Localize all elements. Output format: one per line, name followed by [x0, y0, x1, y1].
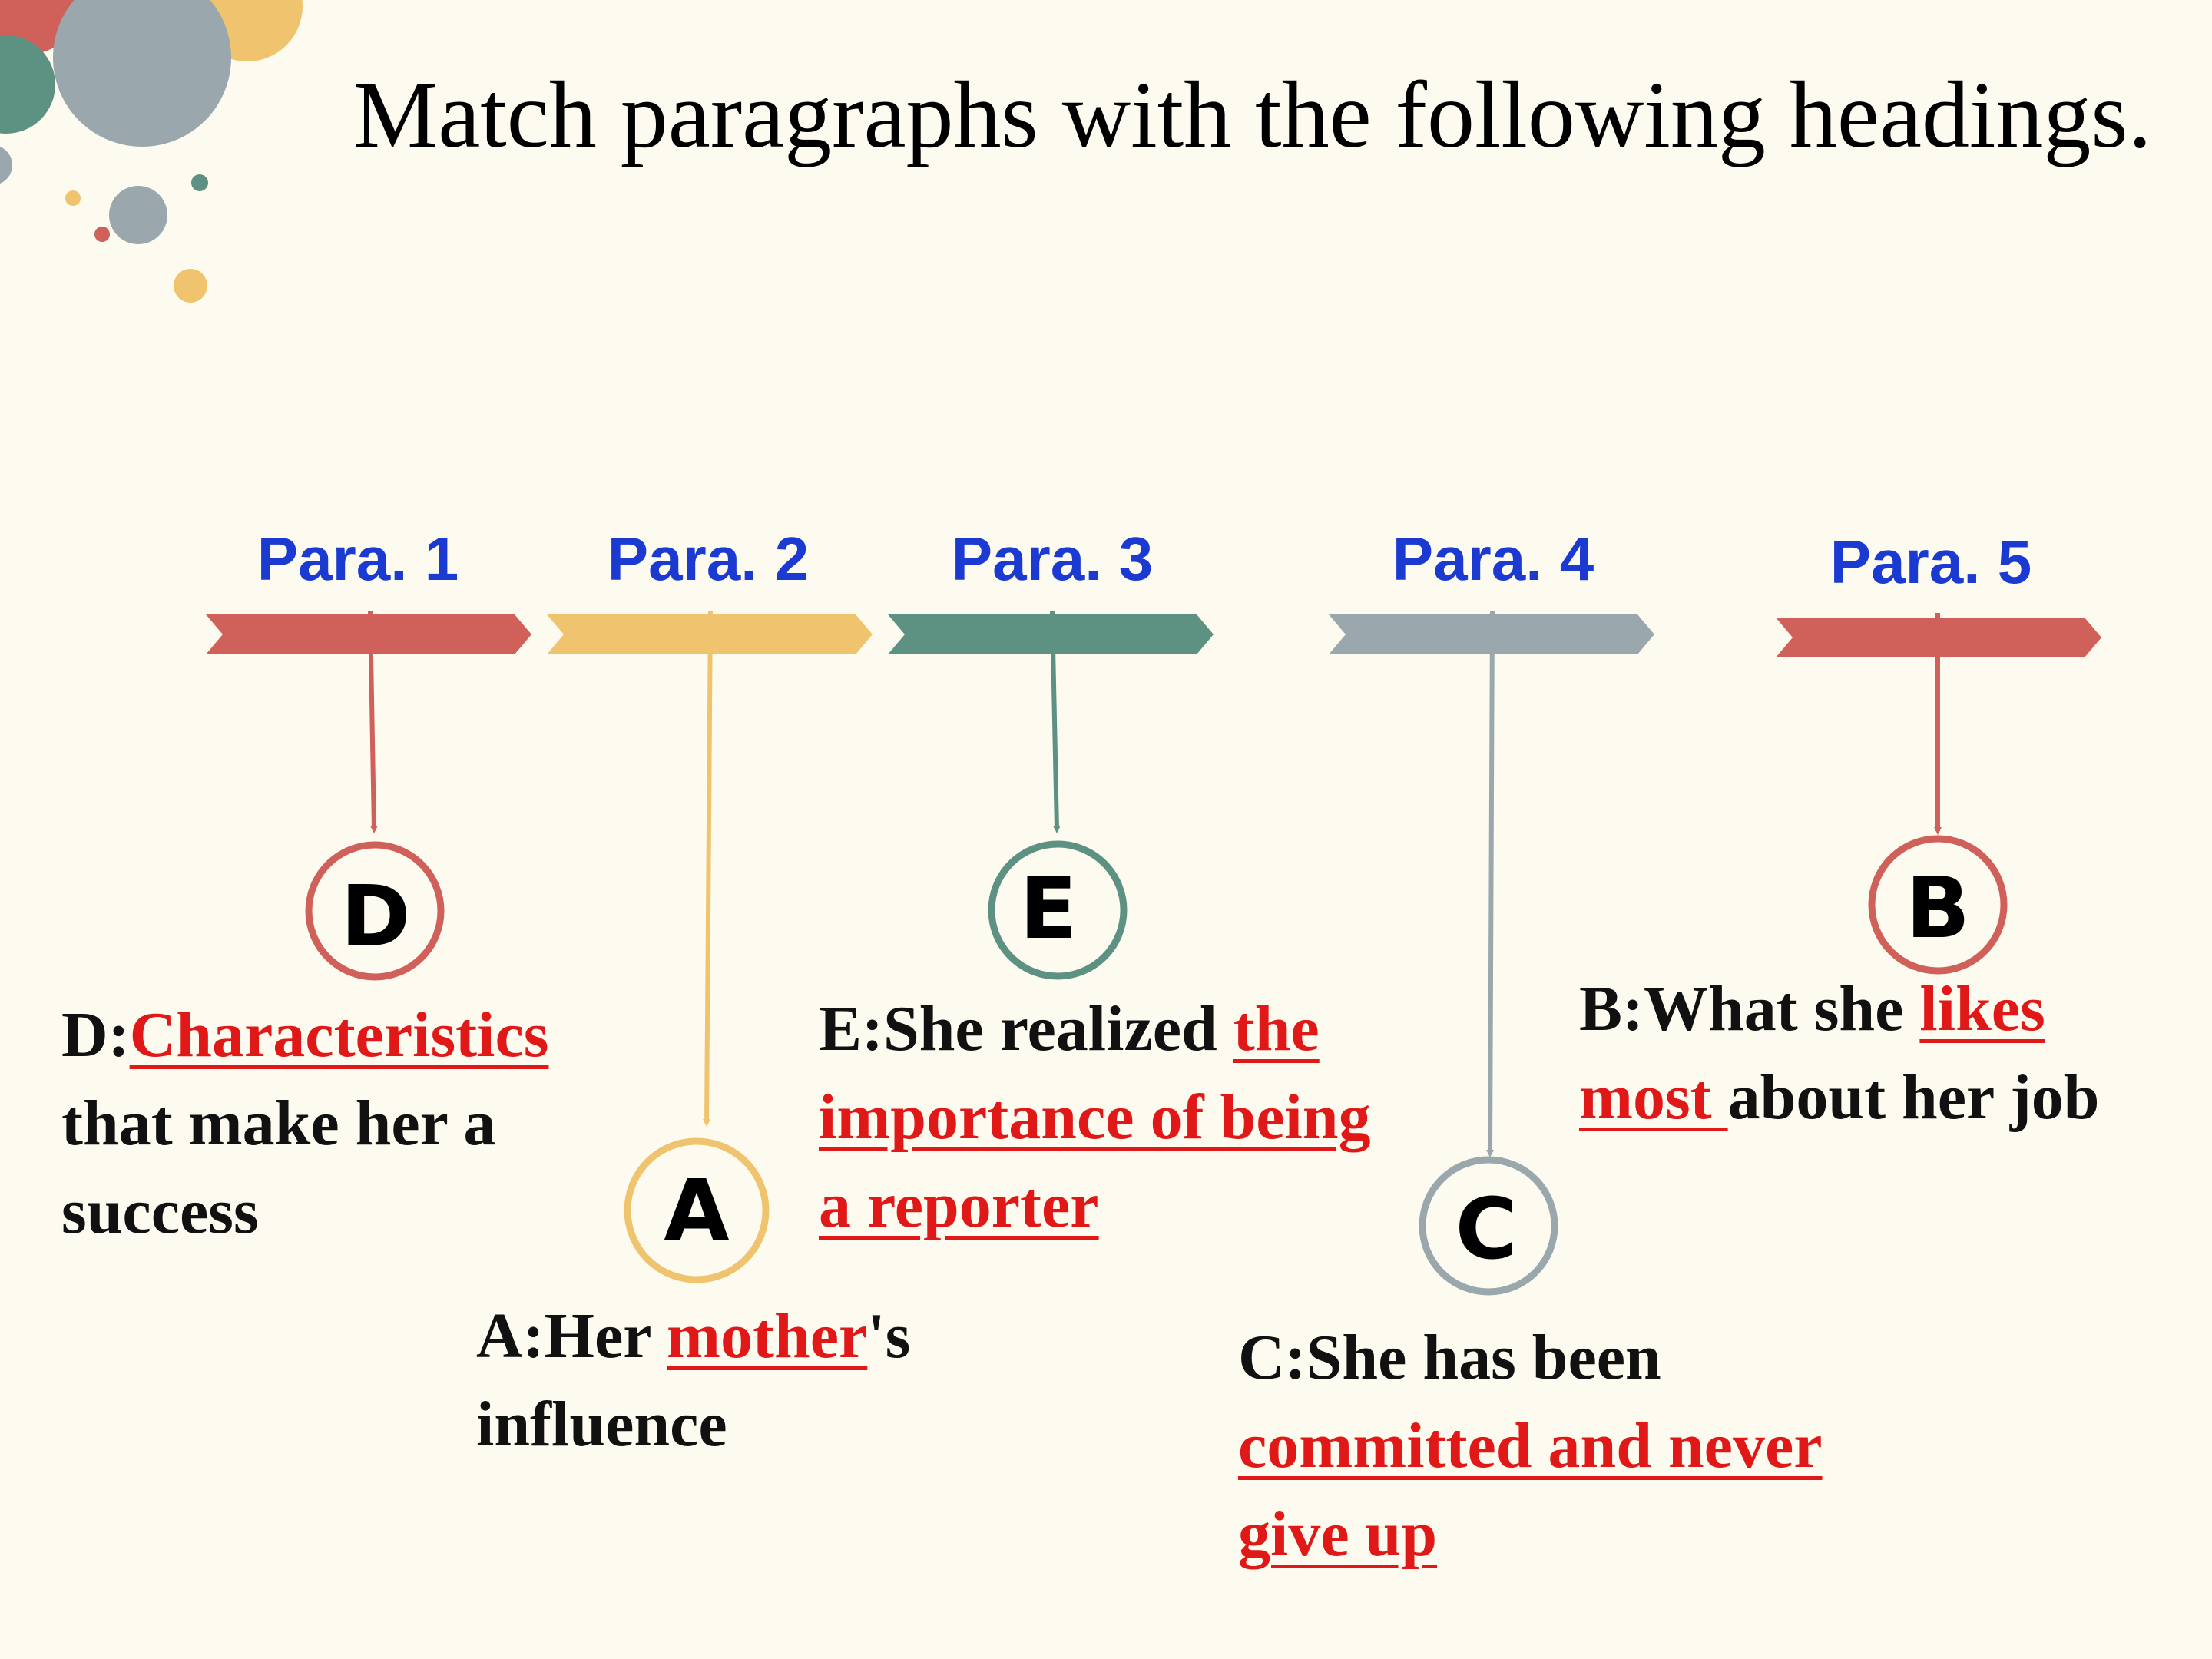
timeline-segment-para-2 [547, 610, 873, 1283]
heading-e-highlight-3: a reporter [819, 1170, 1099, 1241]
answer-letter-e: E [1019, 859, 1078, 958]
answer-circle-c [1419, 1156, 1558, 1296]
timeline-segment-para-4 [1329, 610, 1654, 1296]
heading-c-highlight-1: committed and never [1238, 1410, 1823, 1482]
decorative-bubbles [0, 0, 303, 303]
heading-a-prefix: A:Her [476, 1300, 667, 1372]
timeline-segment-para-3 [888, 610, 1214, 980]
heading-b-highlight-1: likes [1919, 973, 2045, 1045]
heading-e: E:She realized the importance of being a… [819, 985, 1510, 1250]
connector-arrow-3 [1050, 610, 1061, 833]
answer-letter-c: C [1455, 1180, 1518, 1278]
heading-a-line2: influence [476, 1389, 727, 1460]
answer-letter-b: B [1906, 859, 1970, 957]
heading-b-suffix: about her job [1727, 1061, 2100, 1133]
heading-d-prefix: D: [61, 999, 130, 1071]
heading-d-highlight: Characteristics [129, 999, 549, 1071]
heading-c: C:She has been committed and never give … [1238, 1313, 1929, 1578]
heading-e-prefix: E:She realized [819, 993, 1233, 1065]
heading-a-suffix: 's [867, 1300, 911, 1372]
heading-e-highlight-2: importance of being [819, 1081, 1371, 1153]
answer-circle-a [624, 1137, 770, 1283]
heading-e-highlight-1: the [1233, 993, 1320, 1065]
connector-arrow-1 [368, 610, 378, 833]
timeline-segment-para-5 [1776, 613, 2101, 975]
answer-circle-e [988, 840, 1128, 980]
heading-b-prefix: B:What she [1579, 973, 1920, 1045]
answer-letter-a: A [664, 1161, 730, 1260]
para-label-4: Para. 4 [1392, 525, 1594, 593]
heading-c-highlight-2: give up [1238, 1498, 1438, 1570]
para-label-3: Para. 3 [951, 525, 1154, 593]
answer-circle-d [305, 841, 445, 981]
answer-letter-d: D [340, 867, 411, 965]
para-label-2: Para. 2 [607, 525, 810, 593]
connector-arrow-2 [703, 610, 713, 1127]
heading-a: A:Her mother's influence [476, 1292, 1091, 1469]
para-label-5: Para. 5 [1830, 528, 2032, 596]
heading-d-line2: that make her a [61, 1088, 496, 1159]
heading-b-highlight-2: most [1579, 1061, 1728, 1133]
page-title: Match paragraphs with the following head… [353, 62, 2152, 167]
timeline-segment-para-1 [206, 610, 531, 981]
heading-c-line1: C:She has been [1238, 1322, 1661, 1393]
para-label-1: Para. 1 [257, 525, 459, 593]
heading-b: B:What she likes most about her job [1579, 965, 2209, 1141]
heading-a-highlight: mother [667, 1300, 868, 1372]
answer-circle-b [1868, 835, 2008, 975]
heading-d-line3: success [61, 1176, 259, 1247]
heading-d: D:Characteristics that make her a succes… [61, 991, 676, 1256]
connector-arrow-4 [1486, 610, 1495, 1157]
